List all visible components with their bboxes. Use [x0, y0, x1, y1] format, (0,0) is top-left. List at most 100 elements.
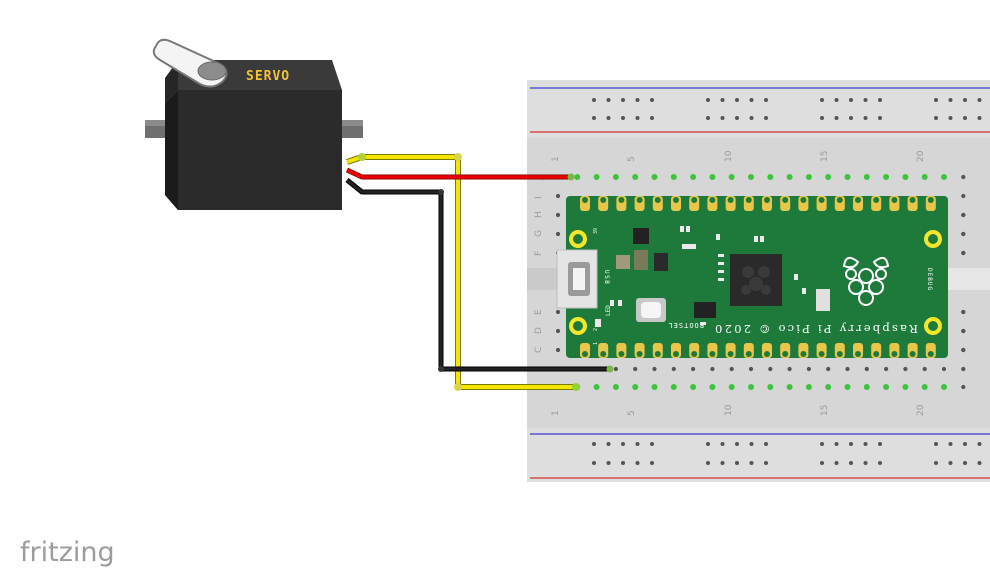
rail-hole [635, 98, 640, 102]
rail-hole [592, 461, 596, 465]
breadboard-hole [805, 384, 812, 390]
rail-hole [764, 98, 768, 102]
rail-hole [820, 98, 824, 102]
servo-body [165, 90, 342, 210]
wires [345, 153, 614, 391]
rail-hole [650, 442, 654, 446]
breadboard-hole [728, 174, 735, 180]
breadboard-hole [961, 328, 966, 334]
smd-components [610, 226, 806, 325]
rail-hole [963, 116, 967, 120]
breadboard-hole [961, 366, 966, 372]
capacitor [634, 250, 648, 270]
breadboard-hole [555, 328, 561, 334]
breadboard-hole [921, 174, 928, 180]
pico-pin-pads [580, 196, 936, 358]
breadboard-hole [670, 174, 677, 180]
bottom-power-rail [527, 428, 990, 482]
breadboard-hole [709, 174, 716, 180]
wire-bendpoint [438, 366, 444, 372]
led [595, 319, 601, 327]
breadboard-hole [883, 384, 890, 390]
breadboard-hole [825, 384, 832, 390]
pin-39-label: 39 [593, 228, 599, 234]
breadboard-hole [961, 250, 966, 256]
usb-label: USB [603, 270, 610, 285]
rail-hole [948, 461, 953, 465]
rail-hole [706, 461, 710, 465]
servo-horn [152, 38, 228, 88]
breadboard-hole [941, 384, 947, 390]
rail-hole [878, 116, 882, 120]
rail-hole [878, 442, 882, 446]
breadboard-hole [806, 366, 812, 372]
rail-hole [720, 442, 725, 446]
breadboard-hole [863, 384, 870, 390]
regulator [654, 253, 668, 271]
column-number: 10 [724, 404, 734, 416]
rail-hole [635, 461, 640, 465]
row-letter: E [534, 309, 544, 315]
wire-bendpoint [358, 153, 366, 161]
rail-hole [706, 116, 710, 120]
breadboard-hole [805, 174, 812, 180]
breadboard-hole [555, 347, 561, 353]
rail-hole [621, 98, 625, 102]
debug-connector [948, 268, 990, 290]
row-letter: G [534, 230, 544, 237]
wire-endpoint [606, 365, 614, 373]
breadboard-hole [593, 384, 600, 390]
rail-hole [834, 442, 839, 446]
wire-bendpoint [454, 383, 462, 391]
rail-hole [834, 98, 839, 102]
breadboard-hole [961, 309, 966, 315]
breadboard-hole [844, 174, 851, 180]
rp2040-chip [730, 254, 782, 306]
rail-hole [650, 116, 654, 120]
rail-hole [764, 116, 768, 120]
column-number: 1 [551, 156, 561, 162]
row-letter: I [534, 196, 544, 199]
rail-hole [749, 116, 754, 120]
breadboard-hole [787, 366, 792, 372]
raspberry-logo-icon [842, 256, 890, 306]
column-number: 1 [551, 410, 561, 416]
led-label: LED [605, 305, 612, 316]
breadboard-hole [768, 366, 773, 372]
rail-hole [720, 98, 725, 102]
pin-1-label: 1 [593, 342, 599, 345]
row-letter: F [534, 251, 544, 256]
breadboard-hole [651, 174, 658, 180]
row-letter: H [534, 211, 544, 218]
wire-endpoint [567, 173, 575, 181]
breadboard-hole [632, 384, 639, 390]
breadboard-hole [825, 174, 832, 180]
rail-hole [606, 116, 611, 120]
power-rail-holes [592, 98, 982, 465]
crystal [816, 289, 830, 311]
rail-hole [948, 442, 953, 446]
breadboard-hole [883, 174, 890, 180]
usb-connector [556, 249, 598, 309]
rail-hole [635, 116, 640, 120]
column-number: 15 [820, 151, 830, 162]
mounting-holes [569, 230, 942, 335]
breadboard-hole [902, 384, 909, 390]
breadboard-hole [961, 212, 966, 218]
rail-hole [963, 442, 967, 446]
fritzing-watermark: fritzing [20, 537, 115, 568]
rail-hole [764, 442, 768, 446]
breadboard-hole [593, 174, 600, 180]
breadboard-hole [729, 366, 734, 372]
rail-hole [635, 442, 640, 446]
breadboard-hole [670, 384, 677, 390]
ic [633, 228, 649, 244]
rail-hole [606, 442, 611, 446]
breadboard-hole [710, 366, 715, 372]
rail-hole [963, 98, 967, 102]
rail-hole [720, 461, 725, 465]
breadboard-hole [690, 174, 697, 180]
breadboard-hole [555, 193, 561, 199]
breadboard-hole [767, 384, 774, 390]
column-number: 5 [627, 410, 637, 416]
